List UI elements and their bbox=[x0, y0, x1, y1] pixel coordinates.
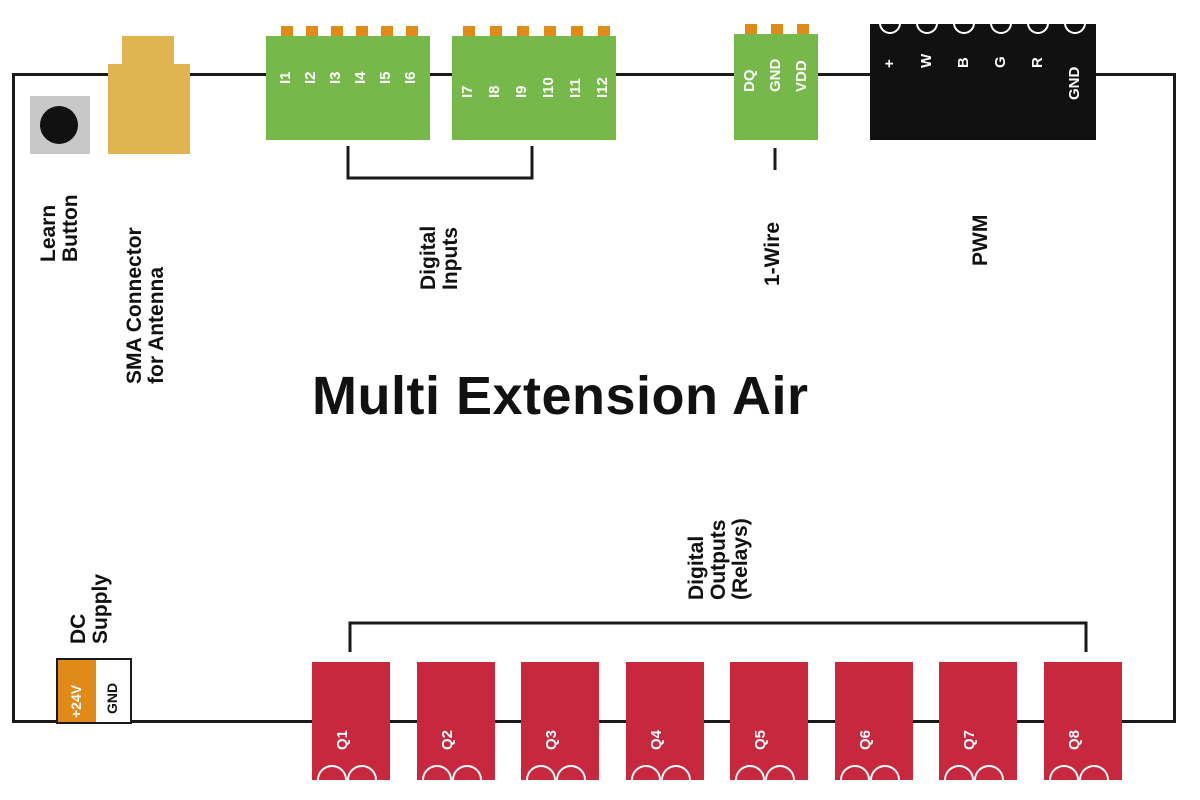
dc-supply-gnd-label: GND bbox=[104, 682, 120, 714]
terminal-pin bbox=[598, 26, 610, 38]
relay-screw-holes bbox=[421, 765, 482, 780]
relay-label: Q2 bbox=[438, 729, 456, 750]
terminal-label-i8: I8 bbox=[486, 85, 503, 98]
terminal-pin bbox=[544, 26, 556, 38]
pwm-socket-hole bbox=[916, 24, 938, 34]
pwm-socket-hole bbox=[990, 24, 1012, 34]
terminal-label-gnd: GND bbox=[767, 58, 784, 92]
terminal-label-i3: I3 bbox=[327, 71, 344, 84]
terminal-pin bbox=[306, 26, 318, 38]
relay-label: Q5 bbox=[752, 729, 769, 750]
relay-screw-holes bbox=[317, 765, 377, 780]
terminal-pin bbox=[490, 26, 502, 38]
terminal-pin bbox=[797, 24, 809, 36]
relay-q1: Q1 bbox=[312, 662, 390, 780]
relay-screw-holes bbox=[839, 765, 900, 780]
relay-q2: Q2 bbox=[416, 662, 495, 780]
sma-connector bbox=[108, 36, 190, 154]
terminal-pin bbox=[517, 26, 529, 38]
digital-inputs-bracket bbox=[346, 146, 534, 180]
pwm-pin-label-b: B bbox=[955, 57, 972, 68]
terminal-pin bbox=[571, 26, 583, 38]
digital-inputs-block-b: I7 I8 I9 I10 I11 I12 bbox=[452, 26, 616, 140]
terminal-label-i4: I4 bbox=[352, 71, 369, 84]
terminal-pin bbox=[463, 26, 475, 38]
dc-supply-label: DC Supply bbox=[67, 573, 113, 644]
relay-q6: Q6 bbox=[834, 662, 913, 780]
relay-screw-holes bbox=[1048, 765, 1109, 780]
relay-q3: Q3 bbox=[521, 662, 599, 780]
digital-outputs-label: Digital Outputs (Relays) bbox=[685, 518, 753, 600]
relay-screw-holes bbox=[944, 765, 1004, 780]
relay-label: Q4 bbox=[647, 729, 665, 750]
page-title: Multi Extension Air bbox=[312, 366, 809, 426]
pwm-socket-hole bbox=[879, 24, 901, 34]
relay-screw-holes bbox=[526, 765, 586, 780]
relay-label: Q8 bbox=[1065, 729, 1083, 750]
pwm-pin-label-w: W bbox=[918, 53, 935, 68]
terminal-label-i10: I10 bbox=[540, 77, 557, 98]
pwm-socket-hole bbox=[1064, 24, 1086, 34]
relay-q4: Q4 bbox=[625, 662, 704, 780]
relay-q7: Q7 bbox=[939, 662, 1017, 780]
pwm-socket-hole bbox=[1027, 24, 1049, 34]
one-wire-label: 1-Wire bbox=[761, 222, 784, 286]
sma-connector-label: SMA Connector for Antenna bbox=[123, 227, 169, 384]
terminal-pin bbox=[281, 26, 293, 38]
terminal-pin bbox=[331, 26, 343, 38]
terminal-pin bbox=[745, 24, 757, 36]
dc-supply-terminal: +24V GND bbox=[56, 658, 132, 724]
relay-screw-holes bbox=[735, 765, 795, 780]
terminal-label-i2: I2 bbox=[302, 71, 319, 84]
relay-label: Q1 bbox=[334, 729, 351, 750]
pwm-pin-label-gnd: GND bbox=[1066, 66, 1083, 100]
terminal-pin bbox=[356, 26, 368, 38]
terminal-pin bbox=[771, 24, 783, 36]
pwm-label: PWM bbox=[969, 214, 992, 266]
pwm-terminal: + W B G R GND bbox=[870, 24, 1096, 140]
terminal-pin bbox=[381, 26, 393, 38]
relay-screw-holes bbox=[630, 765, 691, 780]
relay-label: Q3 bbox=[543, 729, 560, 750]
pwm-pin-label-plus: + bbox=[881, 59, 898, 68]
pwm-pin-label-g: G bbox=[992, 56, 1009, 68]
terminal-label-i1: I1 bbox=[277, 71, 294, 84]
digital-outputs-bracket bbox=[348, 621, 1088, 652]
terminal-label-dq: DQ bbox=[741, 69, 758, 93]
terminal-label-vdd: VDD bbox=[793, 60, 810, 92]
learn-button[interactable] bbox=[30, 96, 90, 154]
digital-inputs-label: Digital Inputs bbox=[417, 225, 463, 290]
terminal-label-i5: I5 bbox=[377, 71, 394, 84]
terminal-label-i9: I9 bbox=[513, 85, 530, 98]
terminal-pin bbox=[406, 26, 418, 38]
terminal-label-i11: I11 bbox=[567, 77, 584, 98]
relay-q8: Q8 bbox=[1043, 662, 1122, 780]
relay-q5: Q5 bbox=[730, 662, 808, 780]
one-wire-connector-line bbox=[773, 148, 777, 170]
learn-button-label: Learn Button bbox=[37, 194, 83, 262]
relay-label: Q7 bbox=[961, 729, 978, 750]
pwm-socket-hole bbox=[953, 24, 975, 34]
digital-inputs-block-a: I1 I2 I3 I4 I5 I6 bbox=[266, 26, 430, 140]
one-wire-terminal: DQ GND VDD bbox=[734, 24, 818, 140]
terminal-label-i6: I6 bbox=[402, 71, 419, 84]
terminal-label-i7: I7 bbox=[459, 85, 476, 98]
learn-button-knob bbox=[40, 106, 78, 144]
pwm-pin-label-r: R bbox=[1029, 57, 1046, 68]
terminal-label-i12: I12 bbox=[594, 77, 611, 98]
relay-label: Q6 bbox=[856, 729, 874, 750]
dc-supply-pos-label: +24V bbox=[68, 684, 84, 718]
